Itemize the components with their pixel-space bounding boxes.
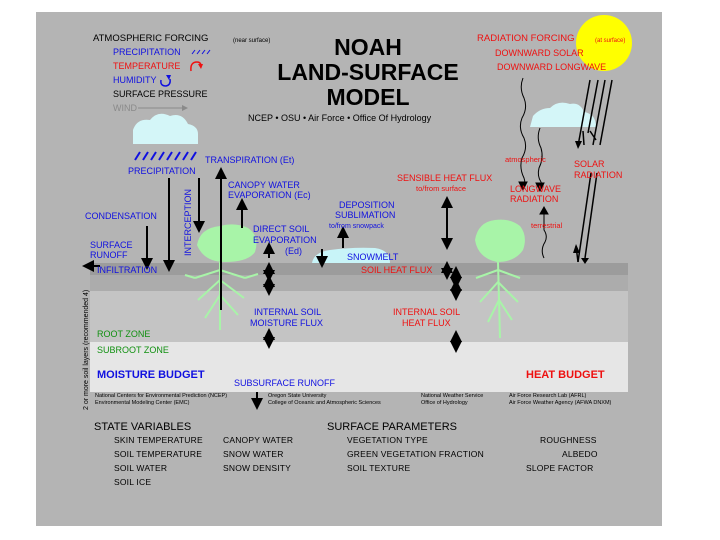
solar-radiation-ray	[584, 172, 598, 259]
subroot-zone-layer	[90, 342, 628, 392]
credit-nws-2: Office of Hydrology	[421, 400, 468, 406]
credit-ncep-1: National Centers for Environmental Predi…	[95, 393, 228, 399]
credit-nws-1: National Weather Service	[421, 393, 484, 399]
label-subsurface-runoff: SUBSURFACE RUNOFF	[234, 378, 336, 388]
state-variable: SOIL WATER	[114, 463, 168, 473]
label-interception: INTERCEPTION	[183, 188, 193, 256]
label-moisture-flux: MOISTURE FLUX	[250, 318, 324, 328]
state-variable: CANOPY WATER	[223, 435, 294, 445]
label-snowmelt: SNOWMELT	[347, 252, 399, 262]
surface-parameter: VEGETATION TYPE	[347, 435, 428, 445]
label-longwave-radiation: RADIATION	[510, 194, 559, 204]
label-canopy-evaporation: EVAPORATION (Ec)	[228, 190, 311, 200]
state-variable: SKIN TEMPERATURE	[114, 435, 203, 445]
label-root-zone: ROOT ZONE	[97, 329, 151, 339]
label-heat-budget: HEAT BUDGET	[526, 369, 605, 381]
label-condensation: CONDENSATION	[85, 211, 157, 221]
forcing-temperature: TEMPERATURE	[113, 61, 181, 71]
label-transpiration: TRANSPIRATION (Et)	[205, 155, 295, 165]
label-sensible-heat-flux: SENSIBLE HEAT FLUX	[397, 173, 493, 183]
label-ed: (Ed)	[285, 246, 303, 256]
tree-icon	[475, 219, 525, 339]
label-internal-soil-moisture: INTERNAL SOIL	[254, 307, 322, 317]
root-zone-layer	[90, 291, 628, 342]
solar-radiation-ray	[599, 79, 613, 146]
surface-parameter: SLOPE FACTOR	[526, 463, 594, 473]
state-variable: SNOW DENSITY	[223, 463, 292, 473]
forcing-humidity: HUMIDITY	[113, 75, 157, 85]
curved-arrow-icon	[190, 61, 202, 72]
surface-parameter: SOIL TEXTURE	[347, 463, 411, 473]
surface-parameter: ALBEDO	[562, 449, 598, 459]
cloud-icon	[530, 102, 596, 127]
label-solar: SOLAR	[574, 159, 605, 169]
label-runoff: RUNOFF	[90, 250, 128, 260]
soil-layers-note: 2 or more soil layers (recommended 4)	[83, 289, 90, 410]
subtitle: NCEP • OSU • Air Force • Office Of Hydro…	[248, 113, 432, 123]
credit-ncep-2: Environmental Modeling Center (EMC)	[95, 400, 190, 406]
label-to-from-surface: to/from surface	[416, 184, 467, 193]
label-sublimation: SUBLIMATION	[335, 210, 396, 220]
snowpack-icon	[312, 247, 390, 263]
credit-osu-2: College of Oceanic and Atmospheric Scien…	[268, 400, 381, 406]
terrestrial-longwave-arrow	[541, 212, 547, 259]
cloud-icon	[133, 113, 198, 144]
label-to-from-snowpack: to/from snowpack	[329, 223, 384, 230]
label-deposition: DEPOSITION	[339, 200, 395, 210]
radiation-downward-solar: DOWNWARD SOLAR	[495, 48, 584, 58]
solar-radiation-ray	[577, 79, 591, 147]
forcing-wind: WIND	[113, 103, 137, 113]
label-direct-soil: DIRECT SOIL	[253, 224, 310, 234]
state-variable: SOIL ICE	[114, 477, 152, 487]
label-surface: SURFACE	[90, 240, 133, 250]
label-heat-flux: HEAT FLUX	[402, 318, 451, 328]
label-longwave: LONGWAVE	[510, 184, 562, 194]
radiation-forcing-heading: RADIATION FORCING	[477, 33, 575, 44]
surface-parameter: GREEN VEGETATION FRACTION	[347, 449, 484, 459]
credit-af-1: Air Force Research Lab (AFRL)	[509, 393, 587, 399]
label-solar-radiation: RADIATION	[574, 170, 623, 180]
rain-icon	[134, 151, 197, 161]
state-variable: SOIL TEMPERATURE	[114, 449, 203, 459]
title-line-3: MODEL	[326, 84, 410, 110]
solar-radiation-ray	[582, 130, 585, 146]
sun-icon	[576, 15, 632, 71]
atmospheric-forcing-heading: ATMOSPHERIC FORCING	[93, 33, 209, 44]
rain-dashes-icon	[191, 49, 211, 55]
label-internal-soil-heat: INTERNAL SOIL	[393, 307, 461, 317]
label-soil-heat-flux: SOIL HEAT FLUX	[361, 265, 433, 275]
label-moisture-budget: MOISTURE BUDGET	[97, 369, 205, 381]
title-line-2: LAND-SURFACE	[277, 59, 459, 85]
state-variable: SNOW WATER	[223, 449, 284, 459]
solar-radiation-ray	[589, 130, 597, 141]
forcing-surface-pressure: SURFACE PRESSURE	[113, 89, 208, 99]
solar-radiation-ray	[577, 172, 592, 263]
state-variables-heading: STATE VARIABLES	[94, 421, 192, 433]
label-terrestrial: terrestrial	[531, 221, 563, 230]
forcing-precipitation: PRECIPITATION	[113, 47, 181, 57]
label-canopy-water: CANOPY WATER	[228, 180, 300, 190]
radiation-forcing-qualifier: (at surface)	[595, 38, 626, 44]
credit-af-2: Air Force Weather Agency (AFWA DNXM)	[509, 400, 612, 406]
solar-radiation-ray	[587, 79, 599, 134]
solar-radiation-ray	[592, 79, 606, 146]
surface-parameter: ROUGHNESS	[540, 435, 597, 445]
surface-parameters-heading: SURFACE PARAMETERS	[327, 421, 457, 433]
label-direct-evaporation: EVAPORATION	[253, 235, 317, 245]
label-infiltration: INFILTRATION	[97, 265, 158, 275]
atmospheric-forcing-qualifier: (near surface)	[233, 38, 271, 44]
label-subroot-zone: SUBROOT ZONE	[97, 345, 169, 355]
atmospheric-longwave-arrow	[519, 77, 527, 189]
label-atmospheric: atmospheric	[505, 155, 546, 164]
title-line-1: NOAH	[334, 34, 402, 60]
swirl-arrow-icon	[160, 78, 171, 87]
label-precipitation: PRECIPITATION	[128, 166, 196, 176]
credit-osu-1: Oregon State University	[268, 393, 327, 399]
radiation-downward-longwave: DOWNWARD LONGWAVE	[497, 62, 607, 72]
